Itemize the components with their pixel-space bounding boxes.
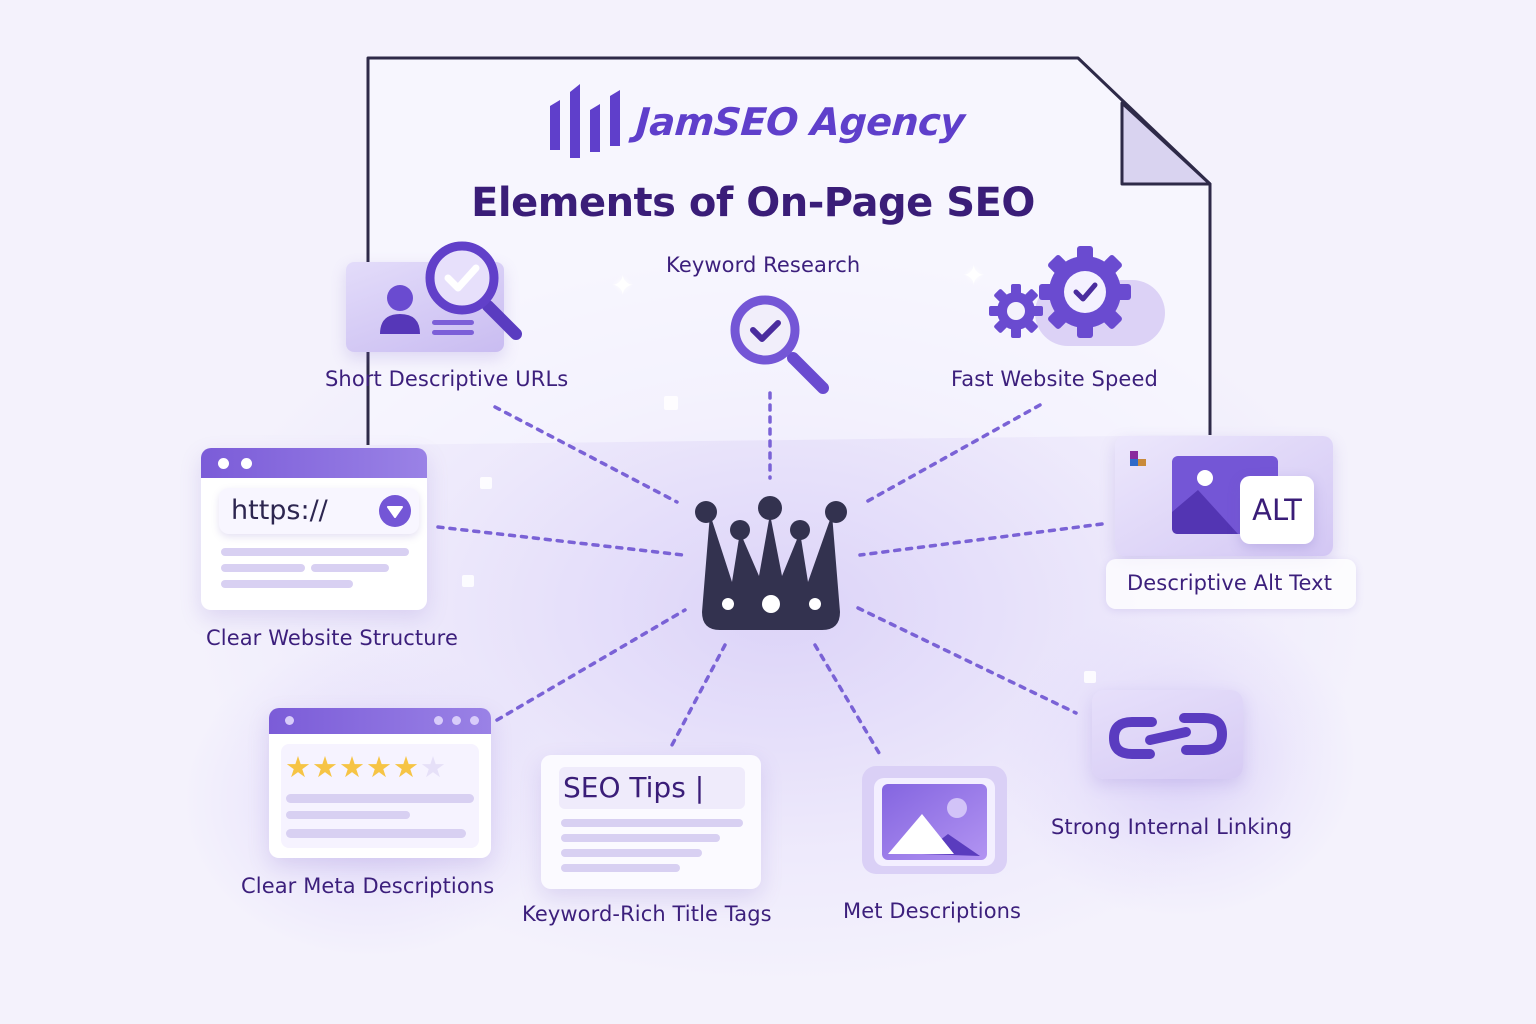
page-title: Elements of On-Page SEO: [471, 180, 1035, 226]
text-line: [561, 819, 743, 827]
image-icon: [882, 784, 987, 860]
color-swatch: [1138, 459, 1146, 466]
folded-corner: [1120, 101, 1212, 186]
star-filled-icon: ★: [393, 752, 420, 784]
image-frame: [862, 766, 1007, 874]
magnifier-check-icon: [730, 295, 829, 394]
brand-name: JamSEO Agency: [634, 100, 967, 144]
star-rating: ★★★★★★: [285, 752, 447, 784]
label-clear-website-structure: Clear Website Structure: [206, 626, 458, 650]
confetti: [480, 477, 492, 489]
dropdown-arrow-icon: [379, 495, 411, 527]
color-swatch: [1130, 459, 1138, 466]
text-line: [286, 829, 466, 838]
window-dot: [241, 458, 252, 469]
link-card: [1092, 690, 1243, 779]
color-swatch: [1130, 451, 1138, 459]
star-filled-icon: ★: [285, 752, 312, 784]
confetti: [1084, 671, 1096, 683]
window-dot: [218, 458, 229, 469]
connector-lines: [436, 391, 1104, 760]
label-strong-internal-linking: Strong Internal Linking: [1051, 815, 1293, 839]
star-filled-icon: ★: [339, 752, 366, 784]
profile-search-check-icon: [380, 285, 474, 335]
text-line: [221, 564, 305, 572]
window-dot: [470, 716, 479, 725]
crown-icon: [695, 496, 847, 630]
text-line: [286, 794, 474, 803]
brand: JamSEO Agency: [548, 84, 967, 160]
text-line: [221, 548, 409, 556]
label-descriptive-alt-text: Descriptive Alt Text: [1127, 571, 1333, 595]
text-line: [561, 834, 720, 842]
confetti: [462, 575, 474, 587]
window-dot: [285, 716, 294, 725]
title-tag-text: SEO Tips |: [559, 767, 745, 809]
label-met-descriptions: Met Descriptions: [843, 899, 1022, 923]
url-text: https://: [231, 495, 328, 526]
text-line: [311, 564, 389, 572]
window-dot: [434, 716, 443, 725]
magnifier-check-icon: [425, 241, 522, 340]
star-filled-icon: ★: [312, 752, 339, 784]
title-tag-card-icon: SEO Tips |: [541, 755, 761, 889]
sparkle-icon: ✦: [611, 270, 635, 301]
bar-chart-logo-icon: [550, 84, 620, 158]
browser-titlebar: [201, 448, 427, 478]
gears-check-icon: [989, 246, 1131, 338]
sparkle-icon: ✦: [962, 260, 986, 291]
text-line: [561, 849, 702, 857]
label-pill: [1106, 559, 1356, 609]
star-empty-icon: ★: [420, 752, 447, 784]
label-keyword-rich-title-tags: Keyword-Rich Title Tags: [522, 902, 772, 926]
label-fast-website-speed: Fast Website Speed: [951, 367, 1158, 391]
browser-rating-icon: ★★★★★★: [269, 708, 491, 858]
text-line: [561, 864, 680, 872]
alt-badge: ALT: [1240, 476, 1314, 544]
image-alt-icon: ALT: [1115, 436, 1333, 556]
chain-link-icon: [1108, 713, 1228, 759]
confetti: [664, 396, 678, 410]
url-bar: https://: [219, 488, 419, 534]
text-line: [286, 811, 410, 819]
label-short-descriptive-urls: Short Descriptive URLs: [325, 367, 569, 391]
text-line: [221, 580, 353, 588]
label-clear-meta-descriptions: Clear Meta Descriptions: [241, 874, 495, 898]
star-filled-icon: ★: [366, 752, 393, 784]
browser-url-icon: https://: [201, 448, 427, 610]
label-keyword-research: Keyword Research: [666, 253, 861, 277]
window-dot: [452, 716, 461, 725]
